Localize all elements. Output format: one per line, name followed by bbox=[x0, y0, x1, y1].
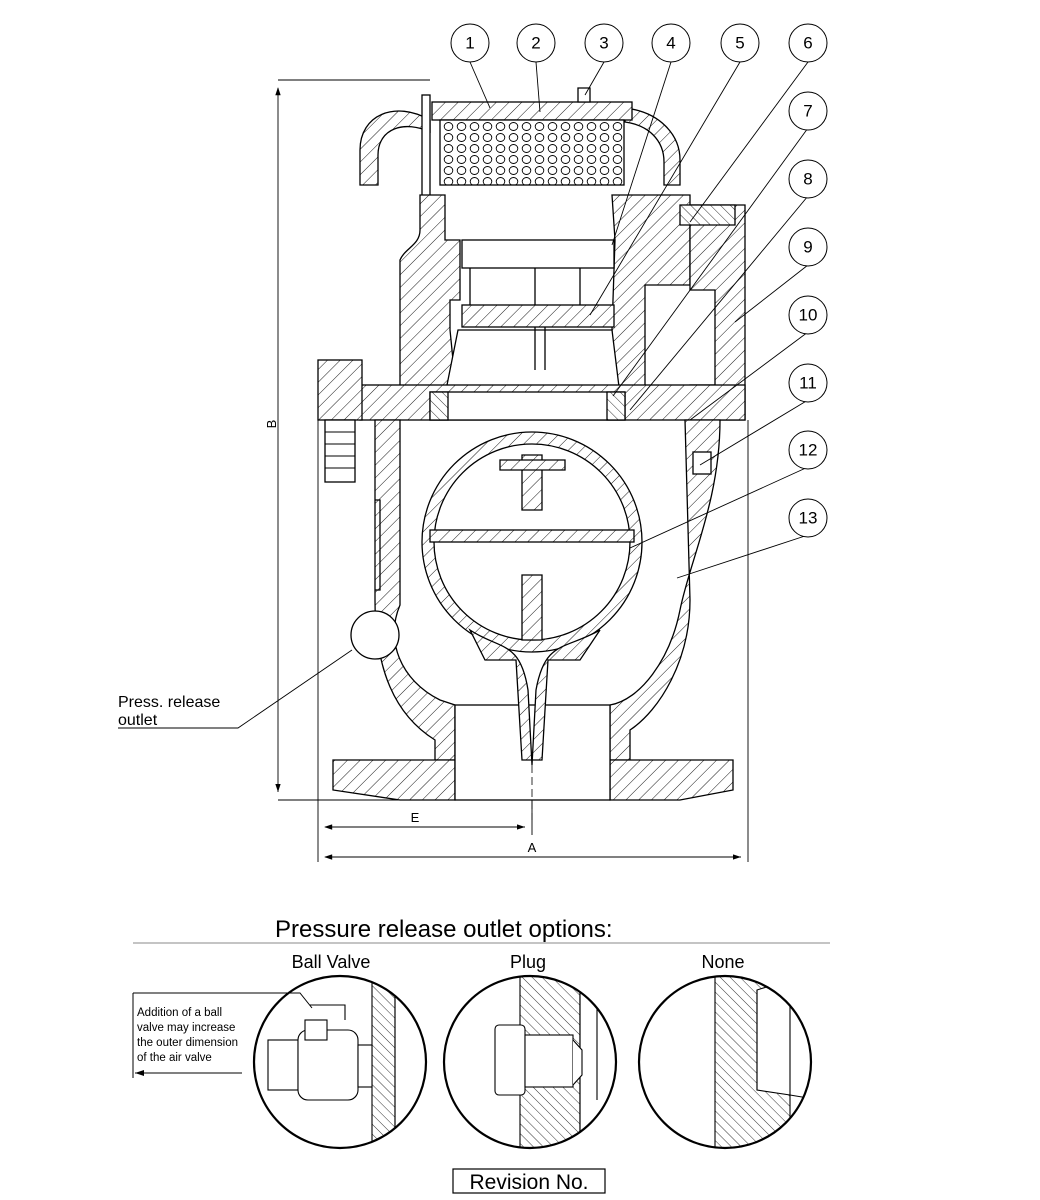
ball-valve-note-line4: of the air valve bbox=[137, 1052, 212, 1064]
option-ball-valve-label: Ball Valve bbox=[292, 952, 371, 972]
callout-circle-6 bbox=[788, 23, 828, 63]
callout-5: 5 bbox=[735, 34, 744, 53]
lower-body-right bbox=[609, 419, 721, 761]
callout-circle-13 bbox=[788, 498, 828, 538]
option-plug-label: Plug bbox=[510, 952, 546, 972]
revision-box bbox=[452, 1168, 606, 1194]
dimension-lines bbox=[275, 79, 749, 862]
ball-valve-note-line2: valve may increase bbox=[137, 1022, 235, 1034]
dimension-e-label: E bbox=[411, 810, 420, 825]
callout-7: 7 bbox=[803, 102, 812, 121]
callout-8: 8 bbox=[803, 170, 812, 189]
callout-numbers: 1 2 3 4 5 6 7 8 9 10 11 12 13 bbox=[465, 34, 817, 528]
none-detail bbox=[637, 974, 813, 1150]
press-release-label-line1: Press. release bbox=[118, 694, 220, 711]
dimension-a-label: A bbox=[528, 840, 537, 855]
callout-circle-2 bbox=[516, 23, 556, 63]
callout-3: 3 bbox=[599, 34, 608, 53]
callout-circle-5 bbox=[720, 23, 760, 63]
upper-body bbox=[399, 194, 461, 391]
callout-bubbles bbox=[450, 23, 828, 538]
option-none-label: None bbox=[701, 952, 744, 972]
dimension-b-label: B bbox=[264, 420, 279, 429]
plug-detail bbox=[442, 974, 618, 1150]
press-release-label-line2: outlet bbox=[118, 712, 158, 729]
callout-6: 6 bbox=[803, 34, 812, 53]
callout-circle-9 bbox=[788, 227, 828, 267]
callout-leaders bbox=[118, 61, 809, 729]
callout-circle-11 bbox=[788, 363, 828, 403]
ball-valve-note-line1: Addition of a ball bbox=[137, 1007, 222, 1019]
callout-13: 13 bbox=[799, 509, 818, 528]
cowl bbox=[359, 110, 431, 186]
ball-valve-note-line3: the outer dimension bbox=[137, 1037, 238, 1049]
callout-circle-7 bbox=[788, 91, 828, 131]
bolt bbox=[317, 359, 363, 421]
revision-label: Revision No. bbox=[469, 1171, 588, 1194]
callout-circle-10 bbox=[788, 295, 828, 335]
callout-circle-1 bbox=[450, 23, 490, 63]
callout-circle-8 bbox=[788, 159, 828, 199]
callout-9: 9 bbox=[803, 238, 812, 257]
callout-circle-4 bbox=[651, 23, 691, 63]
screen-mesh bbox=[439, 119, 625, 186]
float-stem bbox=[468, 628, 601, 766]
callout-circle-12 bbox=[788, 430, 828, 470]
callout-12: 12 bbox=[799, 441, 818, 460]
callout-10: 10 bbox=[799, 306, 818, 325]
top-cap bbox=[431, 101, 633, 121]
options-title: Pressure release outlet options: bbox=[275, 916, 613, 943]
callout-11: 11 bbox=[799, 374, 817, 393]
callout-4: 4 bbox=[666, 34, 675, 53]
callout-circle-3 bbox=[584, 23, 624, 63]
callout-1: 1 bbox=[465, 34, 474, 53]
valve-section-view bbox=[317, 87, 746, 820]
bottom-flange bbox=[332, 759, 456, 801]
pressure-release-ball bbox=[350, 610, 400, 660]
callout-2: 2 bbox=[531, 34, 540, 53]
